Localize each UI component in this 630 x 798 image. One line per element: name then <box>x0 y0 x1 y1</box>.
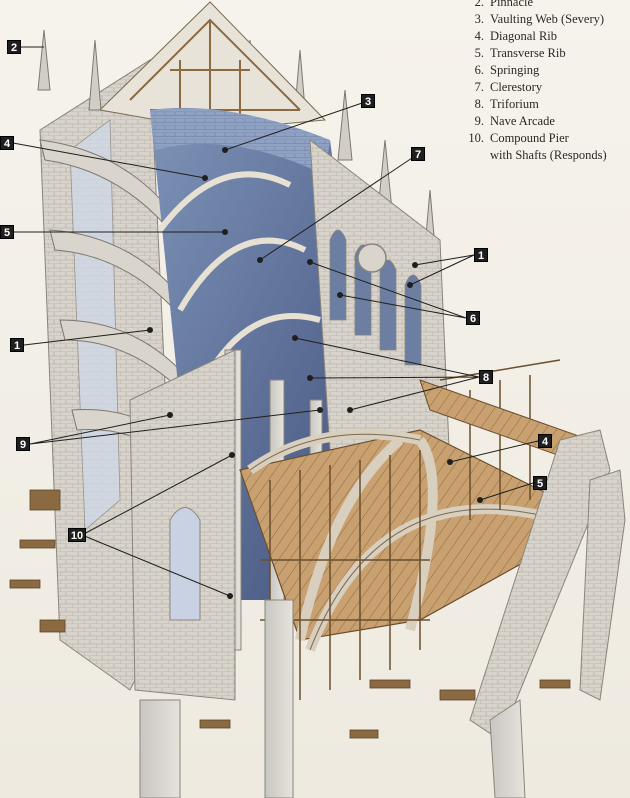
legend-item: 2. Pinnacle <box>462 0 630 11</box>
legend-label: Clerestory <box>490 80 543 94</box>
legend-item: with Shafts (Responds) <box>462 147 630 164</box>
legend-number: 10. <box>468 131 484 145</box>
callout-vaulting-web: 3 <box>361 94 375 108</box>
legend-label: Springing <box>490 63 540 77</box>
leader-lines <box>12 46 539 597</box>
callout-pinnacle: 2 <box>7 40 21 54</box>
vaulting-web <box>150 108 330 175</box>
legend-number: 2. <box>474 0 484 9</box>
legend-label: Pinnacle <box>490 0 534 9</box>
legend-label: Compound Pier <box>490 131 569 145</box>
legend-label: Transverse Rib <box>490 46 566 60</box>
legend-item: 7. Clerestory <box>462 79 630 96</box>
front-pier <box>264 599 294 798</box>
legend-number: 8. <box>474 97 484 111</box>
legend-label: Vaulting Web (Severy) <box>490 12 605 26</box>
callout-nave-arcade: 9 <box>16 437 30 451</box>
legend-item: 10. Compound Pier <box>462 130 630 147</box>
callout-flying-buttress-right: 1 <box>474 248 488 262</box>
right-buttress-pier <box>579 469 626 701</box>
front-left-pier <box>139 699 181 798</box>
legend-item: 5. Transverse Rib <box>462 45 630 62</box>
legend-item: 3. Vaulting Web (Severy) <box>462 11 630 28</box>
callout-flying-buttress-left: 1 <box>10 338 24 352</box>
callout-clerestory: 7 <box>411 147 425 161</box>
callout-diagonal-rib: 4 <box>0 136 14 150</box>
front-right-pier <box>489 699 526 798</box>
legend-item: 6. Springing <box>462 62 630 79</box>
legend-number: 7. <box>474 80 484 94</box>
callout-compound-pier: 10 <box>68 528 86 542</box>
legend-item: 9. Nave Arcade <box>462 113 630 130</box>
callout-springing: 6 <box>466 311 480 325</box>
callout-transverse-rib: 5 <box>0 225 14 239</box>
legend-label: Triforium <box>490 97 539 111</box>
legend-label: Diagonal Rib <box>490 29 558 43</box>
legend-label: Nave Arcade <box>490 114 555 128</box>
legend-number: 5. <box>474 46 484 60</box>
callout-triforium: 8 <box>479 370 493 384</box>
ground-workers-and-materials <box>9 489 571 739</box>
legend-number: 4. <box>474 29 484 43</box>
leader-dots <box>147 147 483 599</box>
legend-number: 6. <box>474 63 484 77</box>
legend-item: 8. Triforium <box>462 96 630 113</box>
clerestory-windows <box>329 229 422 366</box>
legend-item: 4. Diagonal Rib <box>462 28 630 45</box>
legend: 2. Pinnacle 3. Vaulting Web (Severy) 4. Dia… <box>462 0 630 164</box>
legend-label: with Shafts (Responds) <box>490 148 607 162</box>
lower-left-arch <box>169 507 201 621</box>
legend-number <box>462 147 490 164</box>
callout-transverse-rib-centering: 5 <box>533 476 547 490</box>
legend-number: 3. <box>474 12 484 26</box>
callout-diagonal-rib-centering: 4 <box>538 434 552 448</box>
rose-window <box>357 243 387 273</box>
legend-number: 9. <box>474 114 484 128</box>
right-flying-buttress <box>469 429 611 741</box>
